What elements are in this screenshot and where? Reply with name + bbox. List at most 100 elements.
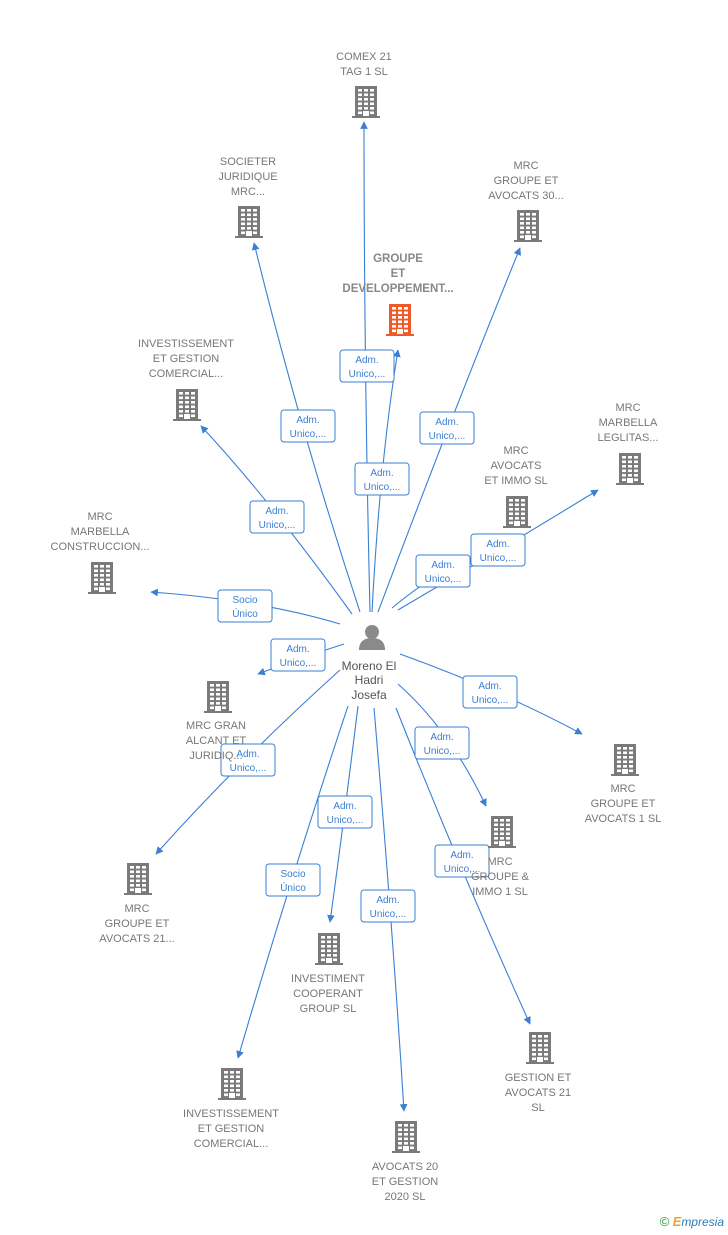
company-name-line: COMERCIAL...: [194, 1138, 269, 1150]
company-name-line: AVOCATS 30...: [488, 190, 563, 202]
company-name-line: MRC: [487, 856, 512, 868]
relation-label-line: Socio: [280, 869, 305, 880]
person-name-line: Moreno El: [342, 659, 397, 673]
building-icon: [616, 453, 644, 485]
relation-label-line: Unico,...: [327, 815, 364, 826]
relation-label-mrc-groupe-1[interactable]: Adm.Unico,...: [462, 675, 518, 709]
relation-label-line: Unico,...: [429, 431, 466, 442]
company-name-line: ET GESTION: [372, 1176, 438, 1188]
company-name-line: MRC GRAN: [186, 720, 246, 732]
relation-label-line: Adm.: [376, 895, 399, 906]
company-name-line: MRC: [87, 511, 112, 523]
relation-label-line: Unico,...: [280, 658, 317, 669]
relation-label-box: [354, 462, 410, 496]
relation-label-box: [270, 638, 326, 672]
relation-label-line: Adm.: [286, 644, 309, 655]
person-name-line: Josefa: [351, 688, 387, 702]
relation-label-mrc-groupe-21[interactable]: Adm.Unico,...: [220, 743, 276, 777]
relation-label-mrc-marbella-leg[interactable]: Adm.Unico,...: [470, 533, 526, 567]
relation-label-mrc-gran-alcant[interactable]: Adm. Unico,...: [270, 638, 326, 672]
company-name-line: ALCANT ET: [186, 735, 247, 747]
company-name-line: TAG 1 SL: [340, 66, 387, 78]
company-name-line: COMEX 21: [336, 51, 392, 63]
relation-label-invest-gest-1[interactable]: Adm.Unico,...: [249, 500, 305, 534]
company-name-line: ET IMMO SL: [484, 475, 547, 487]
company-node-mrc-marbella-leg[interactable]: MRCMARBELLALEGLITAS...: [598, 402, 659, 485]
relation-label-line: Unico,...: [425, 574, 462, 585]
building-icon: [315, 933, 343, 965]
building-icon: [503, 496, 531, 528]
building-icon: [235, 206, 263, 238]
relation-label-comex[interactable]: Adm.Unico,...: [354, 462, 410, 496]
relation-label-line: Unico,...: [290, 429, 327, 440]
brand-initial: E: [672, 1214, 682, 1229]
relation-label-line: Adm.: [296, 415, 319, 426]
relation-label-box: [249, 500, 305, 534]
relation-label-box: [360, 889, 416, 923]
relation-label-line: Socio: [232, 595, 257, 606]
company-node-invest-gest-1[interactable]: INVESTISSEMENT ET GESTION COMERCIAL...: [138, 338, 234, 421]
relation-label-box: [415, 554, 471, 588]
company-name-line: ET GESTION: [153, 353, 219, 365]
relation-label-mrc-avocats-immo[interactable]: Adm.Unico,...: [415, 554, 471, 588]
relation-label-line: Unico,...: [472, 695, 509, 706]
building-icon: [611, 744, 639, 776]
relation-label-gestion-avocats-21[interactable]: Adm.Unico,...: [434, 844, 490, 878]
relation-label-line: Adm.: [435, 417, 458, 428]
relation-label-line: Unico,...: [444, 864, 481, 875]
company-node-comex[interactable]: COMEX 21 TAG 1 SL: [336, 51, 392, 118]
company-name-line: GROUPE &: [471, 871, 530, 883]
relation-label-investiment-coop[interactable]: Adm.Unico,...: [317, 795, 373, 829]
relation-label-box: [217, 589, 273, 623]
company-node-groupe-dev[interactable]: GROUPEETDEVELOPPEMENT...: [342, 253, 454, 336]
company-name-line: SOCIETER: [220, 156, 276, 168]
building-icon: [204, 681, 232, 713]
relation-label-mrc-groupe-30[interactable]: Adm. Unico,...: [419, 411, 475, 445]
company-name-line: INVESTISSEMENT: [138, 338, 234, 350]
company-name-line: MRC: [615, 402, 640, 414]
person-icon: [359, 625, 385, 650]
company-name-line: MARBELLA: [71, 526, 130, 538]
relation-label-box: [470, 533, 526, 567]
company-name-line: ET GESTION: [198, 1123, 264, 1135]
relation-label-line: Unico,...: [480, 553, 517, 564]
building-icon: [218, 1068, 246, 1100]
company-name-line: MRC...: [231, 186, 265, 198]
company-node-invest-gest-2[interactable]: INVESTISSEMENT ET GESTION COMERCIAL...: [183, 1068, 279, 1150]
building-icon: [514, 210, 542, 242]
building-icon: [173, 389, 201, 421]
center-person[interactable]: Moreno El Hadri Josefa: [342, 625, 397, 702]
relation-label-societer[interactable]: Adm. Unico,...: [280, 409, 336, 443]
company-name-line: GROUPE: [373, 253, 423, 265]
company-name-line: INVESTISSEMENT: [183, 1108, 279, 1120]
relation-label-box: [462, 675, 518, 709]
relation-label-box: [414, 726, 470, 760]
relation-label-mrc-groupe-immo[interactable]: Adm.Unico,...: [414, 726, 470, 760]
company-name-line: COMERCIAL...: [149, 368, 224, 380]
company-name-line: GROUPE ET: [494, 175, 559, 187]
relation-label-line: Unico,...: [424, 746, 461, 757]
company-name-line: SL: [531, 1102, 544, 1114]
relation-label-groupe-dev[interactable]: Adm.Unico,...: [339, 349, 395, 383]
relation-label-avocats-20[interactable]: Adm.Unico,...: [360, 889, 416, 923]
company-name-line: AVOCATS 1 SL: [585, 813, 662, 825]
relation-label-box: [265, 863, 321, 897]
company-node-societer[interactable]: SOCIETER JURIDIQUE MRC...: [218, 156, 278, 238]
company-name-line: JURIDIQUE: [218, 171, 277, 183]
company-name-line: AVOCATS 21...: [99, 933, 174, 945]
relation-label-box: [434, 844, 490, 878]
company-node-mrc-marbella-cons[interactable]: MRCMARBELLACONSTRUCCION...: [51, 511, 150, 594]
company-name-line: GROUP SL: [300, 1003, 357, 1015]
company-name-line: AVOCATS: [491, 460, 542, 472]
